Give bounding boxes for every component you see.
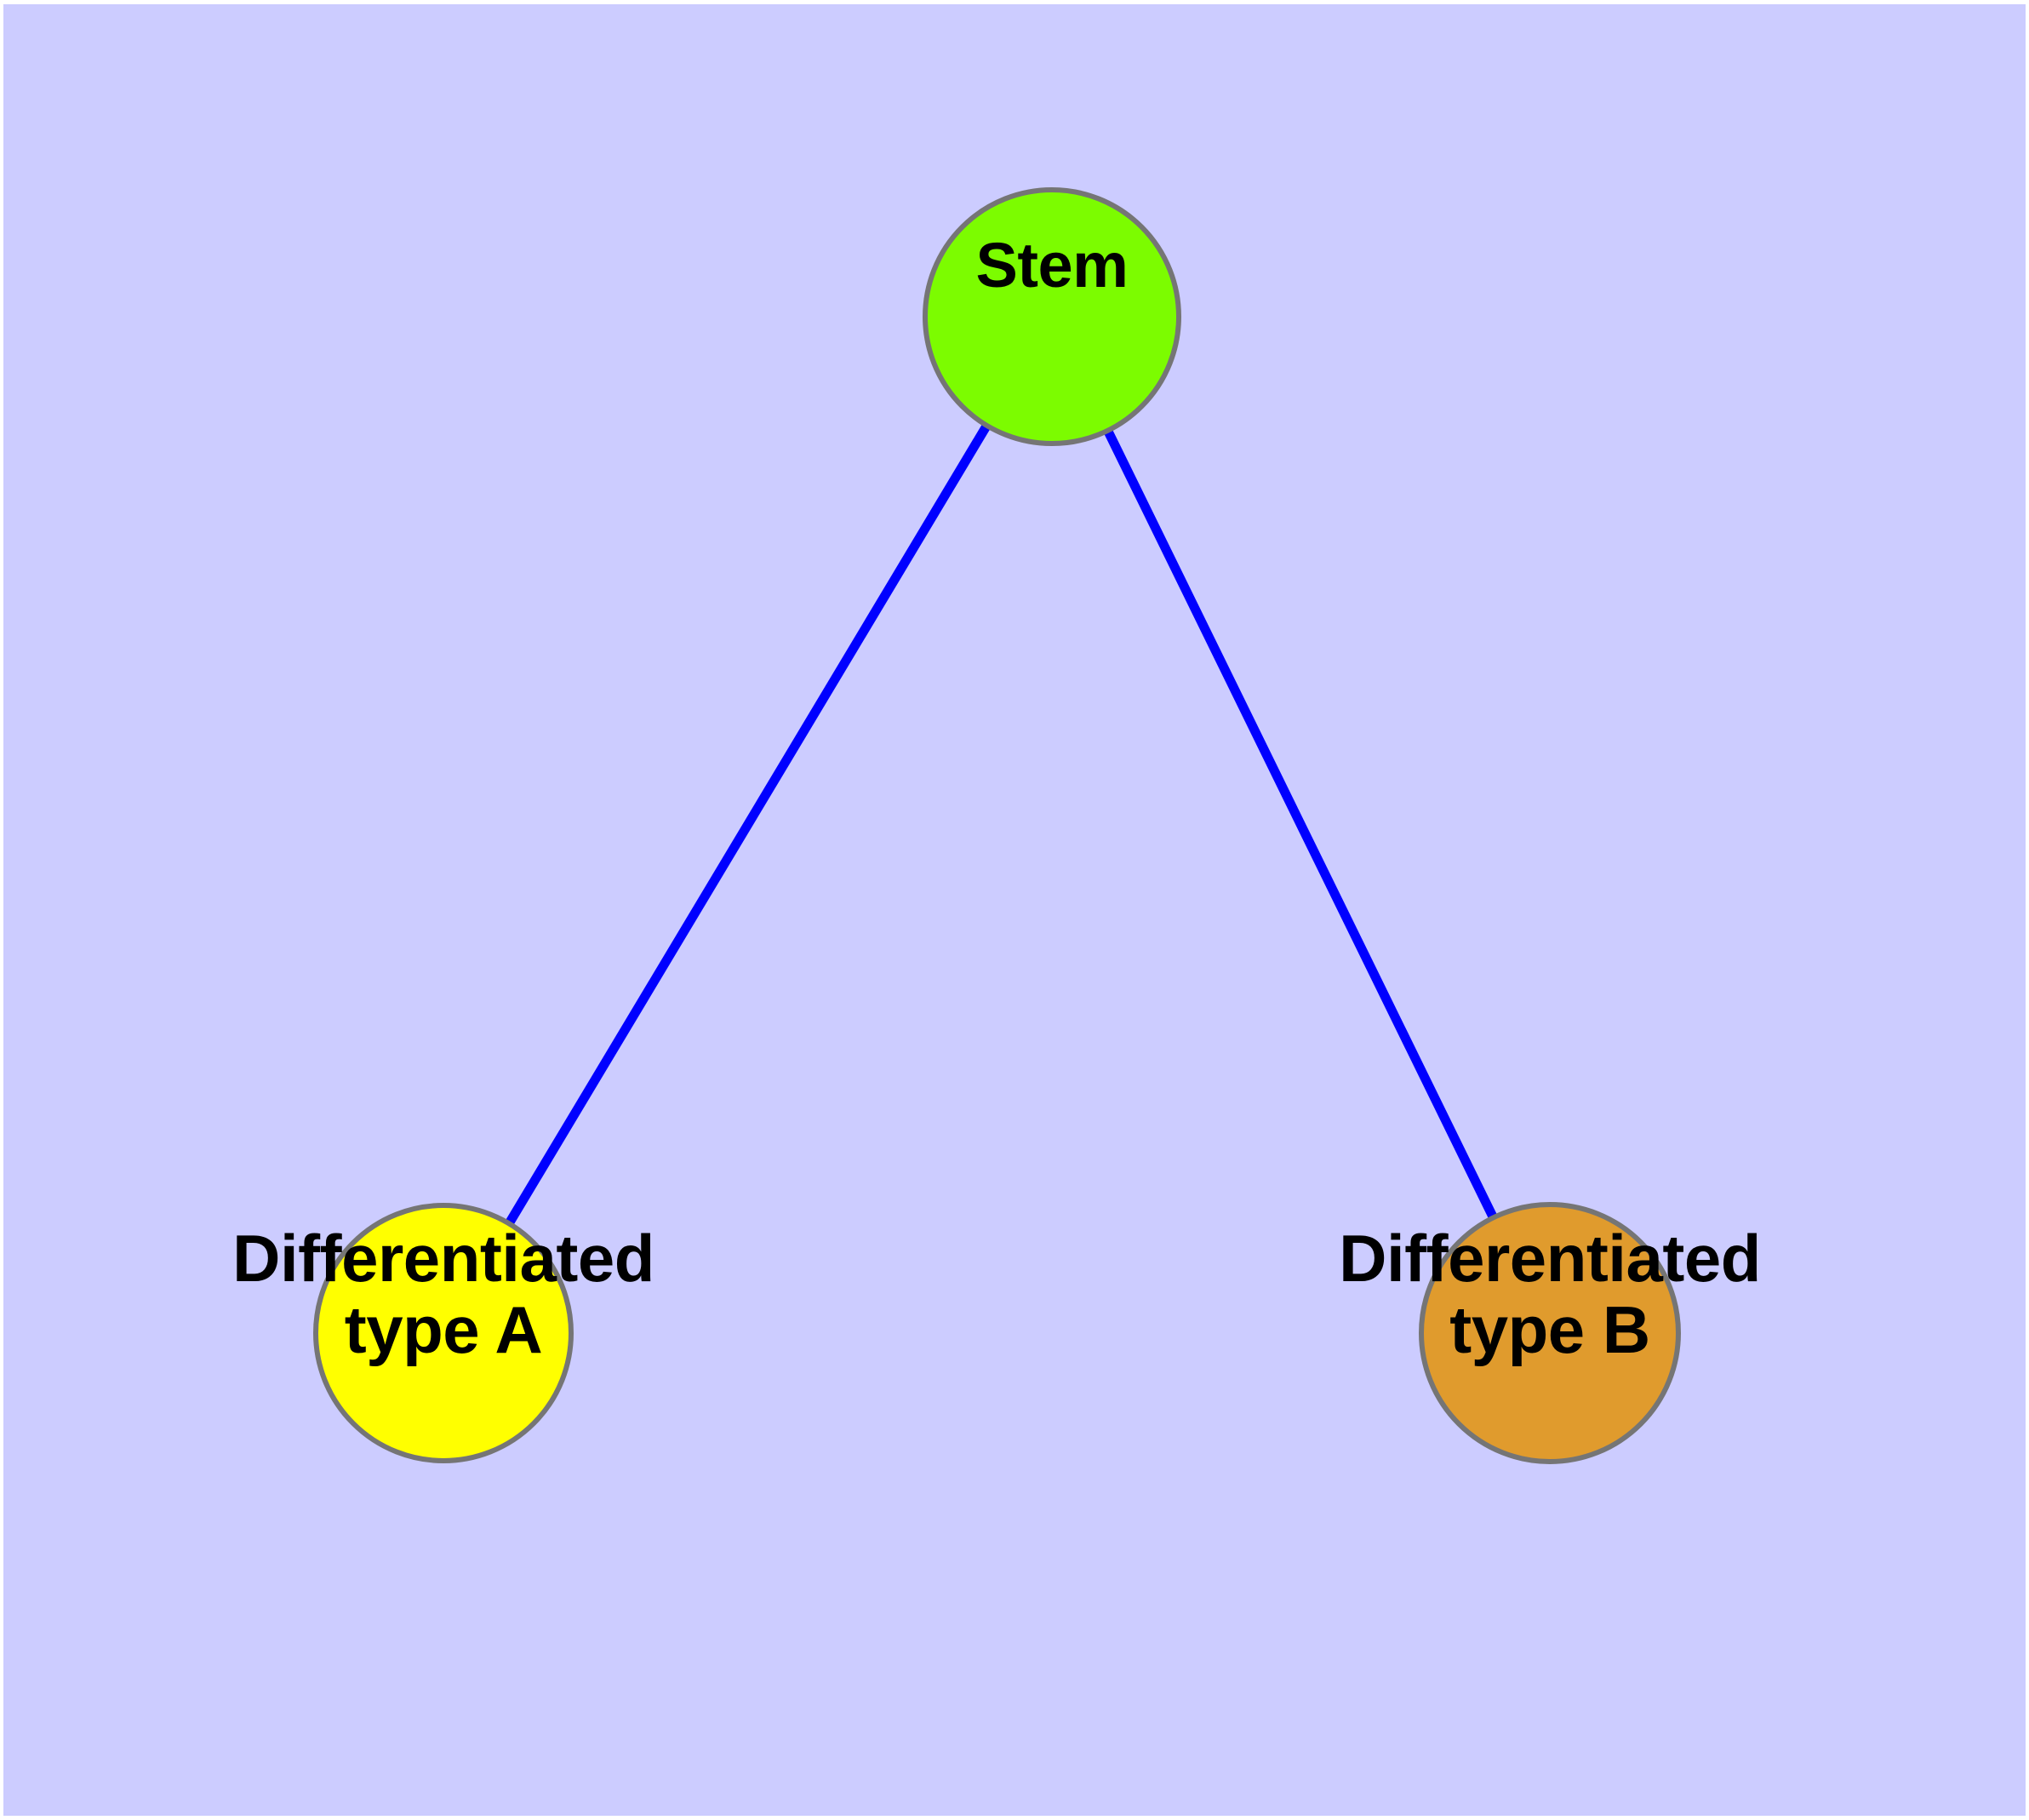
- edge-layer: [439, 314, 1554, 1336]
- graph-edge-stem-to-diff-a[interactable]: [439, 314, 1056, 1336]
- graph-node-diff_a[interactable]: [313, 1203, 574, 1463]
- graph-node-stem[interactable]: [923, 187, 1181, 446]
- graph-node-diff_b[interactable]: [1419, 1202, 1681, 1464]
- graph-edge-stem-to-diff-b[interactable]: [1048, 314, 1554, 1336]
